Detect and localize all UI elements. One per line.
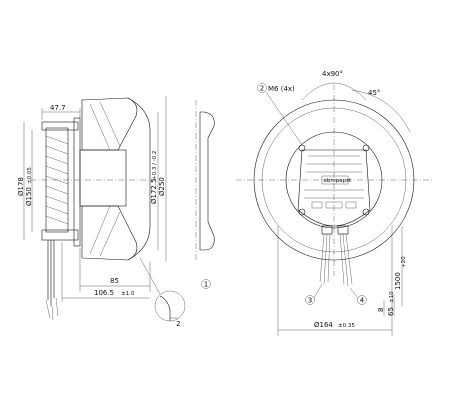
front-view: ebmpapst 2 M6 (4x) 4x90° 45° 3 4 (236, 70, 432, 336)
dim-left-dias: Ø178 Ø150 ±0.05 (17, 122, 33, 240)
dim-164-tol: ±0.35 (338, 323, 355, 329)
dim-250-label: Ø250 (158, 177, 166, 196)
dim-85: 85 (79, 248, 151, 292)
mounting-flange (73, 117, 81, 247)
dim-164-label: Ø164 (314, 321, 333, 329)
dim-8-65: 8 65 ±10 (377, 291, 395, 316)
hub (79, 149, 127, 207)
dim-2-label: 2 (176, 320, 180, 328)
front-cables (319, 225, 353, 287)
dim-1500-label: 1500 (394, 272, 402, 290)
hole-2 (362, 144, 370, 152)
pcb-traces (304, 155, 364, 209)
callout-4-label: 4 (360, 297, 365, 305)
angle-arc-45 (351, 89, 411, 133)
dim-150-label: Ø150 (25, 187, 33, 206)
dim-1500: 1500 +20 (394, 226, 407, 306)
dim-106-5-tol: ±1.0 (121, 291, 135, 297)
callout-1 (201, 279, 211, 289)
cable-ends (45, 297, 59, 321)
angle-45-label: 45° (368, 89, 380, 97)
callout-4 (357, 295, 367, 305)
dim-1500-tol: +20 (401, 256, 407, 268)
dim-150-tol: ±0.05 (27, 167, 33, 184)
dim-8-label: 8 (377, 308, 385, 312)
dim-106-5: 106.5 ±1.0 (61, 242, 150, 302)
dim-47-7-label: 47.7 (50, 104, 66, 112)
dim-106-5-label: 106.5 (94, 289, 114, 297)
dim-172-5-label: Ø172.5 (150, 178, 158, 204)
brand-plate (321, 175, 349, 185)
shroud (127, 97, 151, 261)
callout-2-label: 2 (260, 85, 264, 93)
hole-4 (362, 208, 370, 216)
dim-164: Ø164 ±0.35 (277, 226, 393, 336)
motor-fins (45, 135, 69, 225)
angle-arc-90 (301, 82, 367, 101)
impeller-blade-lines (89, 101, 121, 257)
side-view: 47.7 Ø178 Ø150 ±0.05 Ø172.5 +0.3 / -0.2 … (17, 96, 215, 328)
callout-1-label: 1 (204, 281, 208, 289)
motor-cap-bottom (41, 229, 79, 241)
dim-172-5-tol: +0.3 / -0.2 (152, 151, 158, 180)
callout-2 (257, 83, 267, 93)
dim-178-label: Ø178 (17, 177, 25, 196)
brand-label: ebmpapst (324, 178, 352, 184)
cable (47, 240, 55, 306)
angle-90-label: 4x90° (322, 70, 343, 78)
dim-65-label: 65 (387, 307, 395, 316)
inlet-ring (199, 111, 215, 251)
dim-47-7: 47.7 (41, 104, 81, 120)
detail-view: 2 (139, 257, 186, 328)
m6-label: M6 (4x) (268, 85, 295, 93)
callout-3-label: 3 (308, 297, 312, 305)
callout-3 (305, 295, 315, 305)
dim-85-label: 85 (110, 277, 119, 285)
impeller-upper (81, 97, 138, 151)
motor-cap-top (41, 121, 79, 131)
impeller-lower (81, 205, 138, 261)
dim-right-dias: Ø172.5 +0.3 / -0.2 Ø250 (150, 96, 167, 262)
electronics-housing (297, 149, 371, 227)
hole-3 (298, 208, 306, 216)
